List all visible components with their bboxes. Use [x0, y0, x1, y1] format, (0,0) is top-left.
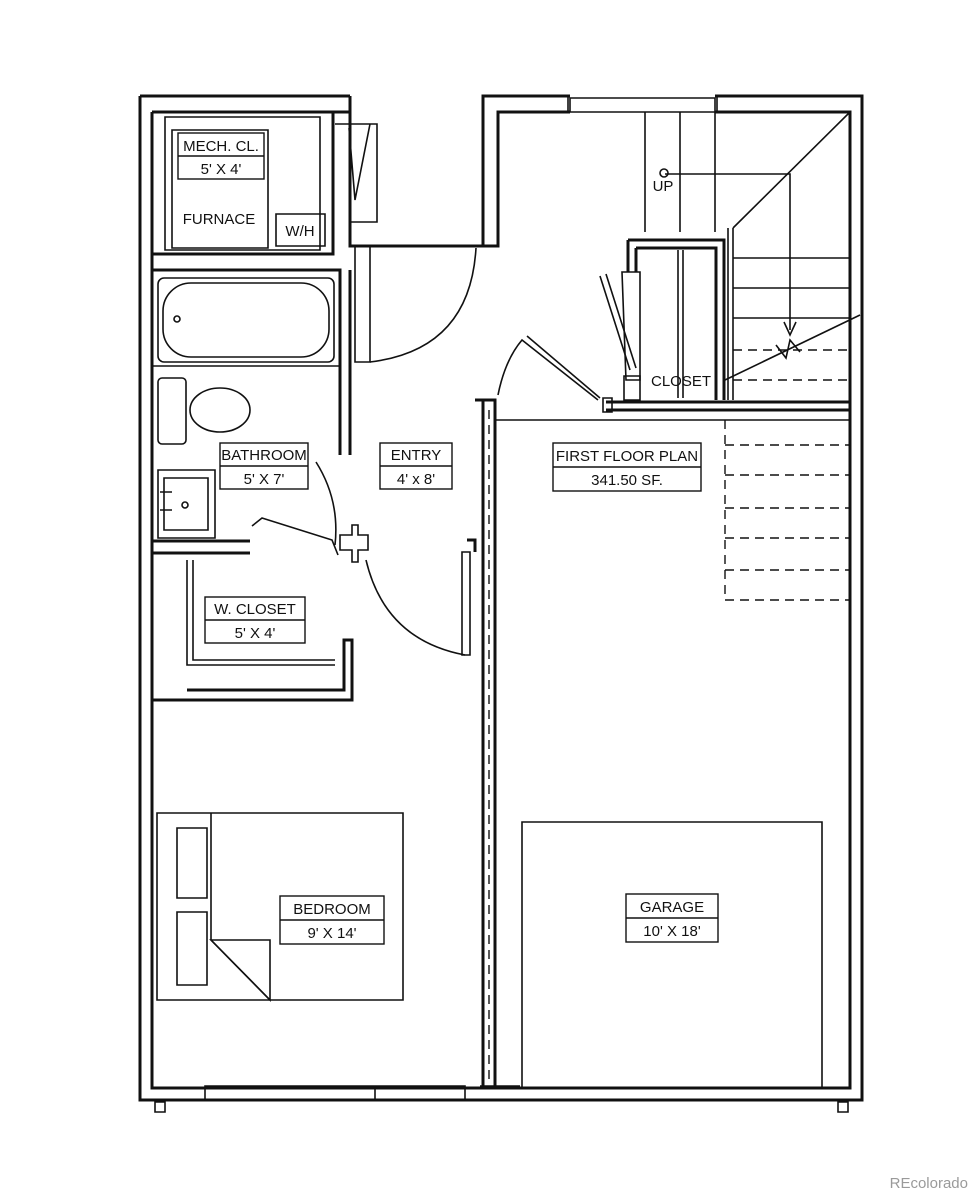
plan-area: 341.50 SF. [591, 472, 663, 489]
stair-up-label: UP [653, 178, 674, 195]
room-label-plan: FIRST FLOOR PLAN 341.50 SF. [552, 442, 702, 492]
stair-closet [599, 228, 734, 401]
walk-in-closet [152, 560, 354, 702]
garage-wall [475, 335, 850, 1088]
room-label-bedroom: BEDROOM 9' X 14' [279, 895, 385, 945]
watermark: REcolorado [889, 1175, 968, 1192]
bathroom [150, 268, 352, 556]
garage-dims: 10' X 18' [643, 923, 701, 940]
water-heater-label: W/H [285, 223, 314, 240]
furnace-label: FURNACE [183, 211, 256, 228]
bed [156, 812, 404, 1002]
closet-label: CLOSET [651, 373, 711, 390]
mech-dims: 5' X 4' [201, 161, 242, 178]
plan-name: FIRST FLOOR PLAN [556, 448, 698, 465]
entry-door [339, 245, 477, 656]
bedroom-name: BEDROOM [293, 901, 371, 918]
mech-name: MECH. CL. [183, 138, 259, 155]
exterior-walls [138, 94, 864, 1113]
room-label-mech: MECH. CL. 5' X 4' [177, 132, 265, 180]
stairs [644, 111, 861, 601]
wcloset-name: W. CLOSET [214, 601, 296, 618]
room-label-wcloset: W. CLOSET 5' X 4' [204, 596, 306, 644]
garage-car-space [521, 821, 823, 1089]
bath-dims: 5' X 7' [244, 471, 285, 488]
room-label-garage: GARAGE 10' X 18' [625, 893, 719, 943]
bedroom-dims: 9' X 14' [307, 925, 356, 942]
garage-name: GARAGE [640, 899, 704, 916]
wcloset-dims: 5' X 4' [235, 625, 276, 642]
entry-dims: 4' x 8' [397, 471, 435, 488]
bath-name: BATHROOM [221, 447, 307, 464]
mech-closet [152, 110, 378, 256]
room-label-bath: BATHROOM 5' X 7' [219, 442, 309, 490]
room-label-entry: ENTRY 4' x 8' [379, 442, 453, 490]
entry-name: ENTRY [391, 447, 442, 464]
